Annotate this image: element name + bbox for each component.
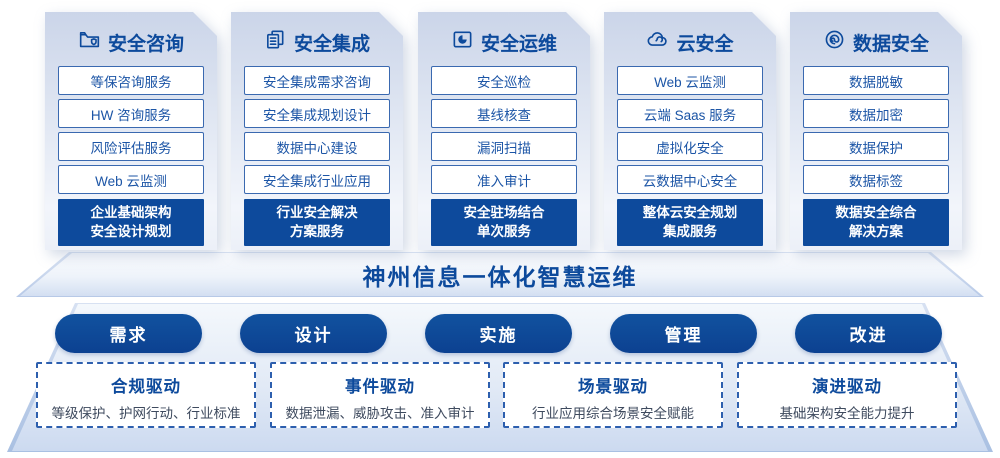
driver-title: 合规驱动	[111, 378, 181, 396]
cloud-icon	[646, 28, 669, 57]
service-item: 风险评估服务	[58, 132, 204, 161]
service-item: 虚拟化安全	[617, 132, 763, 161]
card-header-security-integration: 安全集成	[231, 12, 403, 56]
service-item: 安全集成行业应用	[244, 165, 390, 194]
card-title: 安全咨询	[107, 34, 184, 55]
service-item: 准入审计	[431, 165, 577, 194]
service-item: Web 云监测	[58, 165, 204, 194]
card-title: 安全集成	[293, 34, 370, 55]
highlight-service: 安全驻场结合 单次服务	[431, 199, 577, 246]
pill-manage: 管理	[610, 314, 757, 353]
card-title: 数据安全	[852, 34, 929, 55]
folder-shield-icon	[78, 28, 101, 57]
service-item: 基线核查	[431, 99, 577, 128]
monitor-gauge-icon	[451, 28, 474, 57]
card-data-security: 数据安全 数据脱敏 数据加密 数据保护 数据标签 数据安全综合 解决方案	[790, 12, 962, 250]
data-spiral-icon	[823, 28, 846, 57]
card-security-operations: 安全运维 安全巡检 基线核查 漏洞扫描 准入审计 安全驻场结合 单次服务	[418, 12, 590, 250]
driver-evolution: 演进驱动 基础架构安全能力提升	[737, 362, 957, 428]
driver-title: 事件驱动	[345, 378, 415, 396]
highlight-service: 数据安全综合 解决方案	[803, 199, 949, 246]
card-header-data-security: 数据安全	[790, 12, 962, 56]
documents-icon	[264, 28, 287, 57]
service-item: 数据脱敏	[803, 66, 949, 95]
highlight-service: 行业安全解决 方案服务	[244, 199, 390, 246]
service-item: 数据中心建设	[244, 132, 390, 161]
service-item: 漏洞扫描	[431, 132, 577, 161]
card-header-security-consulting: 安全咨询	[45, 12, 217, 56]
card-title: 安全运维	[480, 34, 557, 55]
service-item: HW 咨询服务	[58, 99, 204, 128]
card-security-consulting: 安全咨询 等保咨询服务 HW 咨询服务 风险评估服务 Web 云监测 企业基础架…	[45, 12, 217, 250]
service-item: 云端 Saas 服务	[617, 99, 763, 128]
pill-improve: 改进	[795, 314, 942, 353]
driver-title: 场景驱动	[578, 378, 648, 396]
highlight-service: 整体云安全规划 集成服务	[617, 199, 763, 246]
pill-requirement: 需求	[55, 314, 202, 353]
card-security-integration: 安全集成 安全集成需求咨询 安全集成规划设计 数据中心建设 安全集成行业应用 行…	[231, 12, 403, 250]
driver-title: 演进驱动	[812, 378, 882, 396]
service-item: 安全集成需求咨询	[244, 66, 390, 95]
service-item: 等保咨询服务	[58, 66, 204, 95]
service-item: 数据标签	[803, 165, 949, 194]
banner-trapezoid: 神州信息一体化智慧运维	[20, 253, 980, 296]
driver-scenario: 场景驱动 行业应用综合场景安全赋能	[503, 362, 723, 428]
card-title: 云安全	[676, 34, 734, 55]
banner-title: 神州信息一体化智慧运维	[362, 263, 638, 290]
service-item: 数据保护	[803, 132, 949, 161]
service-item: 安全集成规划设计	[244, 99, 390, 128]
service-item: Web 云监测	[617, 66, 763, 95]
driver-desc: 数据泄漏、威胁攻击、准入审计	[285, 406, 475, 421]
driver-desc: 基础架构安全能力提升	[779, 406, 915, 421]
driver-desc: 行业应用综合场景安全赋能	[532, 406, 694, 421]
card-header-security-operations: 安全运维	[418, 12, 590, 56]
driver-desc: 等级保护、护网行动、行业标准	[51, 406, 241, 421]
service-item: 数据加密	[803, 99, 949, 128]
driver-compliance: 合规驱动 等级保护、护网行动、行业标准	[36, 362, 256, 428]
pill-implement: 实施	[425, 314, 572, 353]
card-cloud-security: 云安全 Web 云监测 云端 Saas 服务 虚拟化安全 云数据中心安全 整体云…	[604, 12, 776, 250]
service-item: 云数据中心安全	[617, 165, 763, 194]
driver-incident: 事件驱动 数据泄漏、威胁攻击、准入审计	[270, 362, 490, 428]
card-header-cloud-security: 云安全	[604, 12, 776, 56]
pill-design: 设计	[240, 314, 387, 353]
service-item: 安全巡检	[431, 66, 577, 95]
highlight-service: 企业基础架构 安全设计规划	[58, 199, 204, 246]
